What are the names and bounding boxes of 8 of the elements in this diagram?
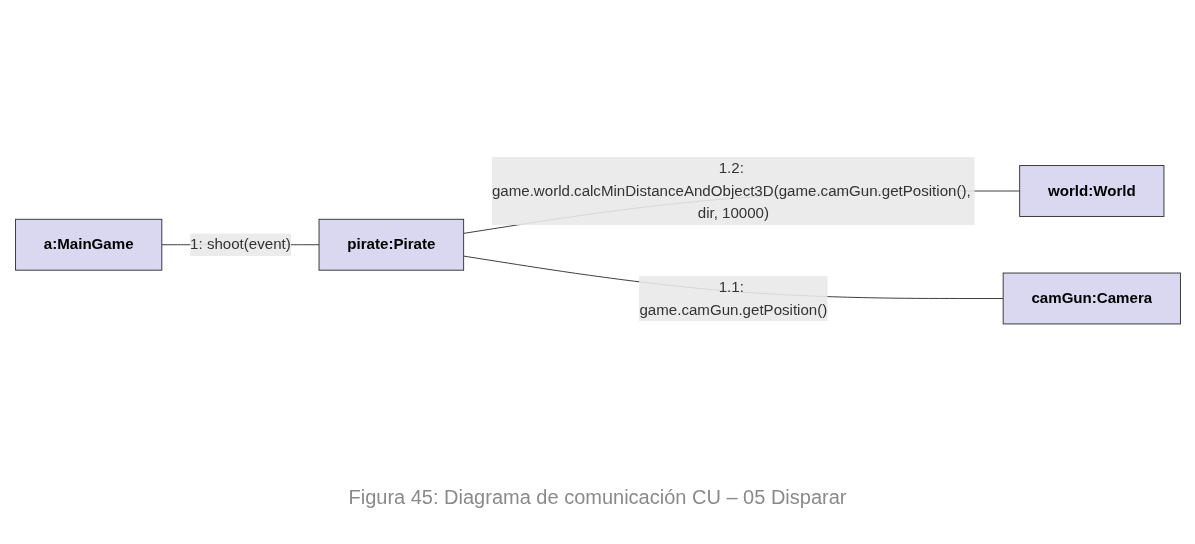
node-box: camGun:Camera <box>1002 272 1181 324</box>
edge-label: 1.2: game.world.calcMinDistanceAndObject3D(game.camGun.getPosition(), dir, 10000) <box>491 159 971 221</box>
node-box: world:World <box>1018 164 1164 217</box>
node-box: pirate:Pirate <box>318 218 464 271</box>
figure-caption: Figura 45: Diagrama de comunicación CU – 05 Disparar <box>348 486 847 509</box>
edge-label: 1: shoot(event) <box>189 235 291 252</box>
edge-label: 1.1: game.camGun.getPosition() <box>638 278 827 317</box>
node-box: a:MainGame <box>14 218 162 271</box>
